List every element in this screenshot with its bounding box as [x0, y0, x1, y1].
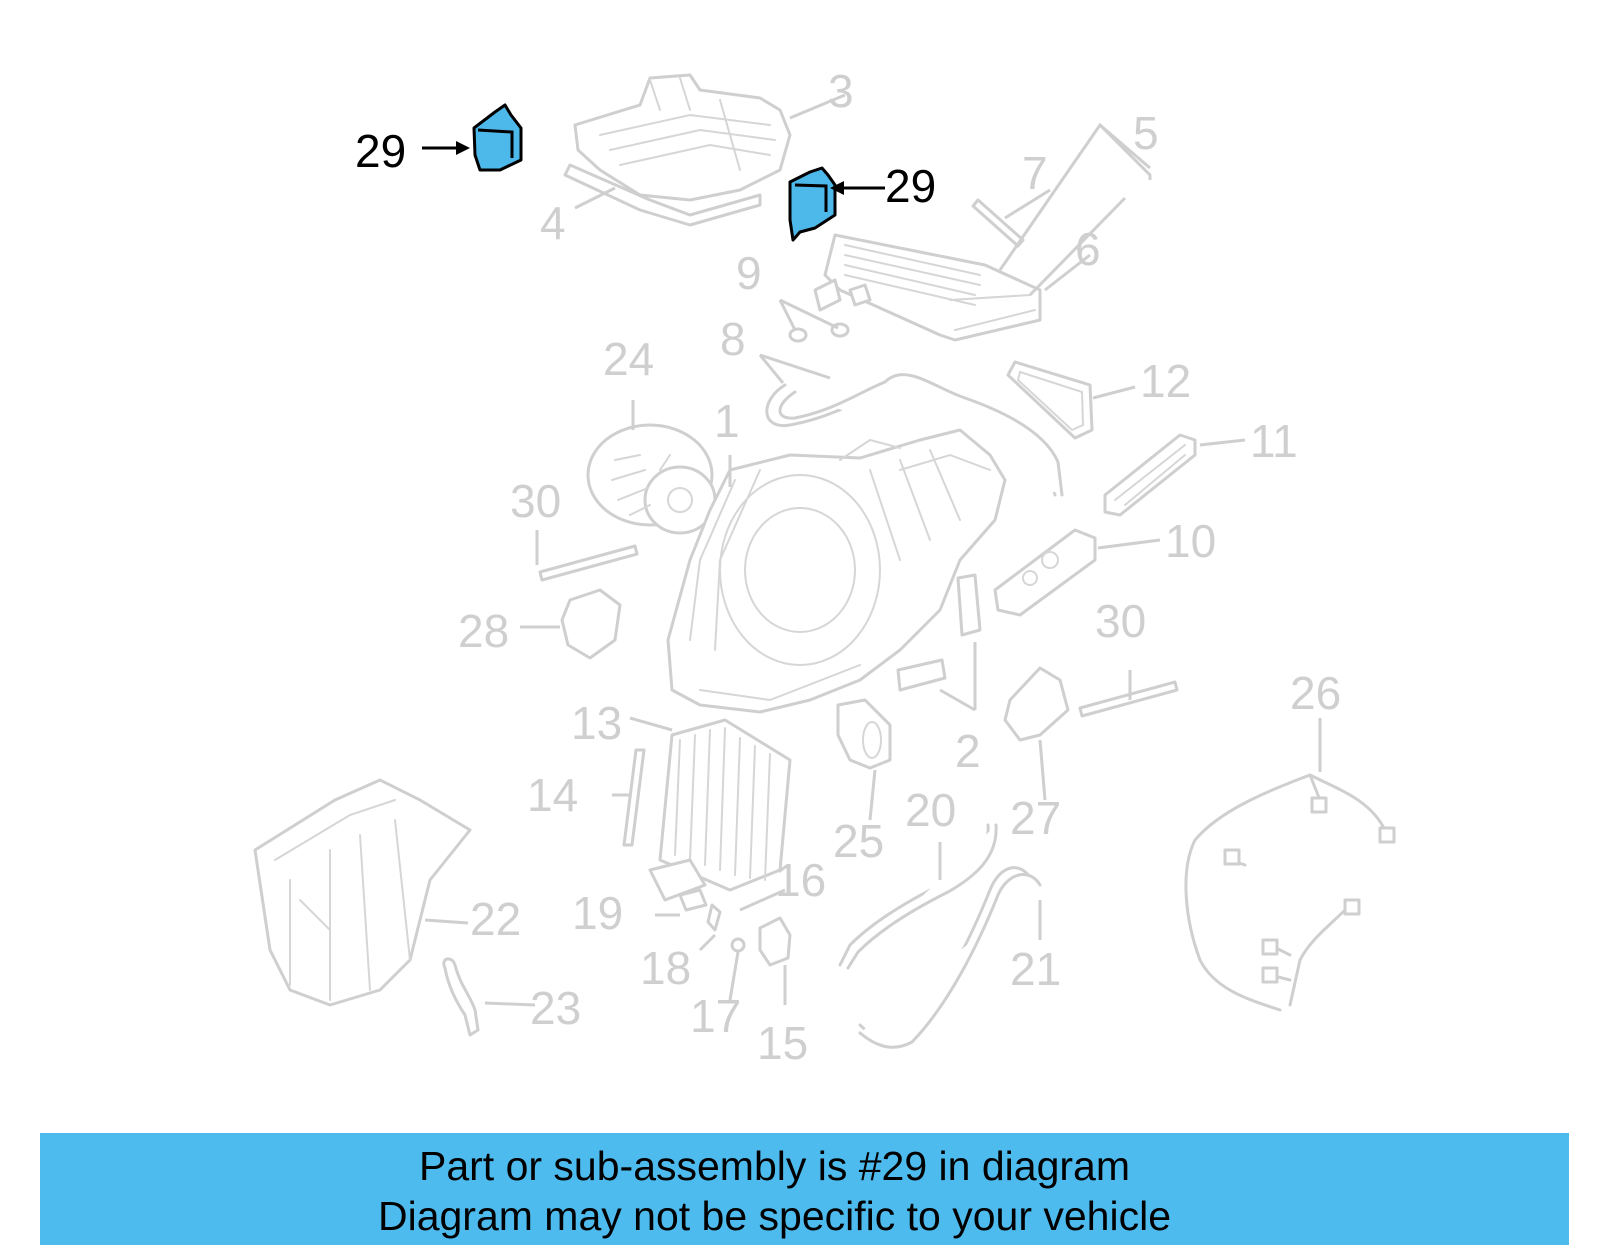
callout-13: 13: [571, 697, 623, 749]
callout-30-right: 30: [1095, 595, 1147, 647]
callout-19: 19: [572, 887, 624, 939]
part-fitting-18: [706, 903, 722, 932]
callout-17: 17: [690, 990, 742, 1042]
highlighted-part-29-right[interactable]: [788, 166, 837, 242]
arrowhead-29-left: [456, 141, 470, 155]
part-housing-cover: [563, 73, 792, 227]
highlighted-part-29-left[interactable]: [472, 103, 523, 172]
callout-18: 18: [640, 942, 692, 994]
part-seal-7: [971, 198, 1025, 248]
part-seal-12: [1006, 360, 1094, 440]
callout-12: 12: [1140, 355, 1192, 407]
part-lower-housing-22: [253, 778, 472, 1007]
info-banner: Part or sub-assembly is #29 in diagram D…: [40, 1133, 1569, 1245]
part-blower-motor-24: [586, 423, 717, 535]
part-actuator-27: [1003, 666, 1070, 742]
part-strip-30-left: [538, 544, 639, 582]
callout-27: 27: [1010, 792, 1062, 844]
part-wiring-harness-26: [1184, 773, 1387, 1012]
callout-21: 21: [1010, 943, 1062, 995]
part-flap-2a: [956, 573, 982, 637]
callout-1: 1: [714, 395, 740, 447]
part-evaporator-13: [648, 718, 792, 902]
callout-24: 24: [603, 333, 655, 385]
callout-29-left[interactable]: 29: [355, 125, 407, 177]
callout-5: 5: [1133, 107, 1159, 159]
arrowhead-29-right: [830, 181, 844, 195]
callout-3: 3: [828, 65, 854, 117]
callout-11: 11: [1250, 415, 1298, 467]
callout-7: 7: [1022, 147, 1048, 199]
callout-14: 14: [527, 769, 579, 821]
part-oring-17: [730, 937, 746, 953]
callout-29-right[interactable]: 29: [885, 160, 937, 212]
callout-10: 10: [1165, 515, 1217, 567]
callout-30-left: 30: [510, 475, 562, 527]
callout-20: 20: [905, 784, 957, 836]
callout-26: 26: [1290, 667, 1342, 719]
banner-line-disclaimer: Diagram may not be specific to your vehi…: [377, 1193, 1171, 1239]
callout-22: 22: [470, 893, 522, 945]
part-fitting-19: [678, 888, 708, 912]
part-heater-core: [813, 233, 1042, 342]
callout-16: 16: [775, 854, 827, 906]
callout-8: 8: [720, 313, 746, 365]
part-sensor-15: [758, 916, 792, 967]
banner-line-part-number: Part or sub-assembly is #29 in diagram: [419, 1143, 1130, 1189]
callout-23: 23: [530, 982, 582, 1034]
part-actuator-28: [560, 588, 622, 660]
callout-15: 15: [757, 1017, 809, 1069]
part-seal-14: [622, 748, 646, 847]
part-expansion-valve-10: [993, 528, 1097, 617]
leader-lines: [424, 93, 1322, 1007]
part-drain-hose-23: [442, 957, 480, 1037]
callout-25: 25: [833, 815, 885, 867]
callout-2: 2: [955, 725, 981, 777]
callout-28: 28: [458, 605, 510, 657]
callout-9: 9: [736, 247, 762, 299]
part-flap-2b: [896, 658, 947, 692]
callout-6: 6: [1075, 223, 1101, 275]
part-hvac-housing-1: [666, 428, 1007, 714]
callout-4: 4: [540, 197, 566, 249]
